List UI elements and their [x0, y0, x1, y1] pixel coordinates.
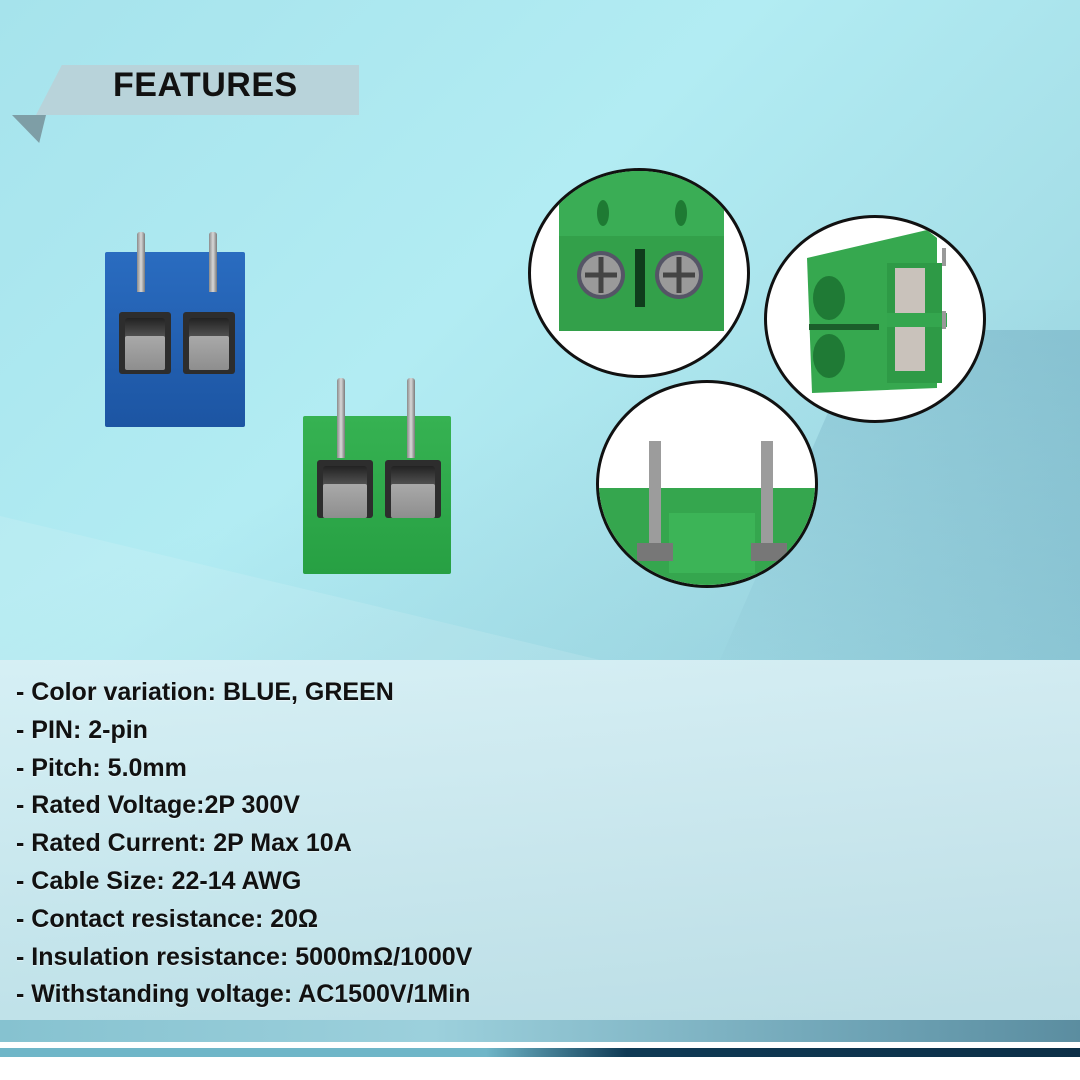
footer-divider	[0, 1042, 1080, 1048]
specs-list: - Color variation: BLUE, GREEN - PIN: 2-…	[16, 674, 472, 1014]
spec-pitch: - Pitch: 5.0mm	[16, 753, 187, 782]
spec-contact-resistance: - Contact resistance: 20Ω	[16, 904, 319, 933]
pin	[337, 378, 345, 458]
ribbon-fold	[12, 115, 46, 143]
spec-pin: - PIN: 2-pin	[16, 715, 148, 744]
spec-rated-voltage: - Rated Voltage:2P 300V	[16, 791, 300, 820]
terminal-slot	[119, 312, 171, 374]
spec-color-variation: - Color variation: BLUE, GREEN	[16, 678, 394, 706]
detail-circle-top-view	[528, 168, 750, 378]
blue-terminal-block	[105, 232, 245, 427]
footer-bottom	[0, 1057, 1080, 1080]
pin	[137, 232, 145, 292]
screw-terminal-top-icon	[559, 171, 724, 331]
screw-terminal-side-icon	[807, 230, 947, 393]
terminal-slot	[385, 460, 441, 518]
specs-panel	[0, 660, 1080, 1020]
spec-cable-size: - Cable Size: 22-14 AWG	[16, 866, 302, 895]
spec-insulation-resistance: - Insulation resistance: 5000mΩ/1000V	[16, 942, 473, 971]
detail-circle-side-view	[764, 215, 986, 423]
spec-withstanding-voltage: - Withstanding voltage: AC1500V/1Min	[16, 980, 471, 1009]
footer-stripe	[0, 1048, 1080, 1057]
features-ribbon	[36, 65, 359, 115]
footer-band	[0, 1020, 1080, 1042]
page-title: FEATURES	[113, 66, 298, 104]
detail-circle-pin-view	[596, 380, 818, 588]
green-terminal-block	[303, 378, 451, 574]
terminal-slot	[183, 312, 235, 374]
terminal-slot	[317, 460, 373, 518]
pin	[209, 232, 217, 292]
background-facet	[0, 516, 600, 660]
spec-rated-current: - Rated Current: 2P Max 10A	[16, 829, 352, 858]
terminal-pins-icon	[599, 441, 815, 585]
pin	[407, 378, 415, 458]
